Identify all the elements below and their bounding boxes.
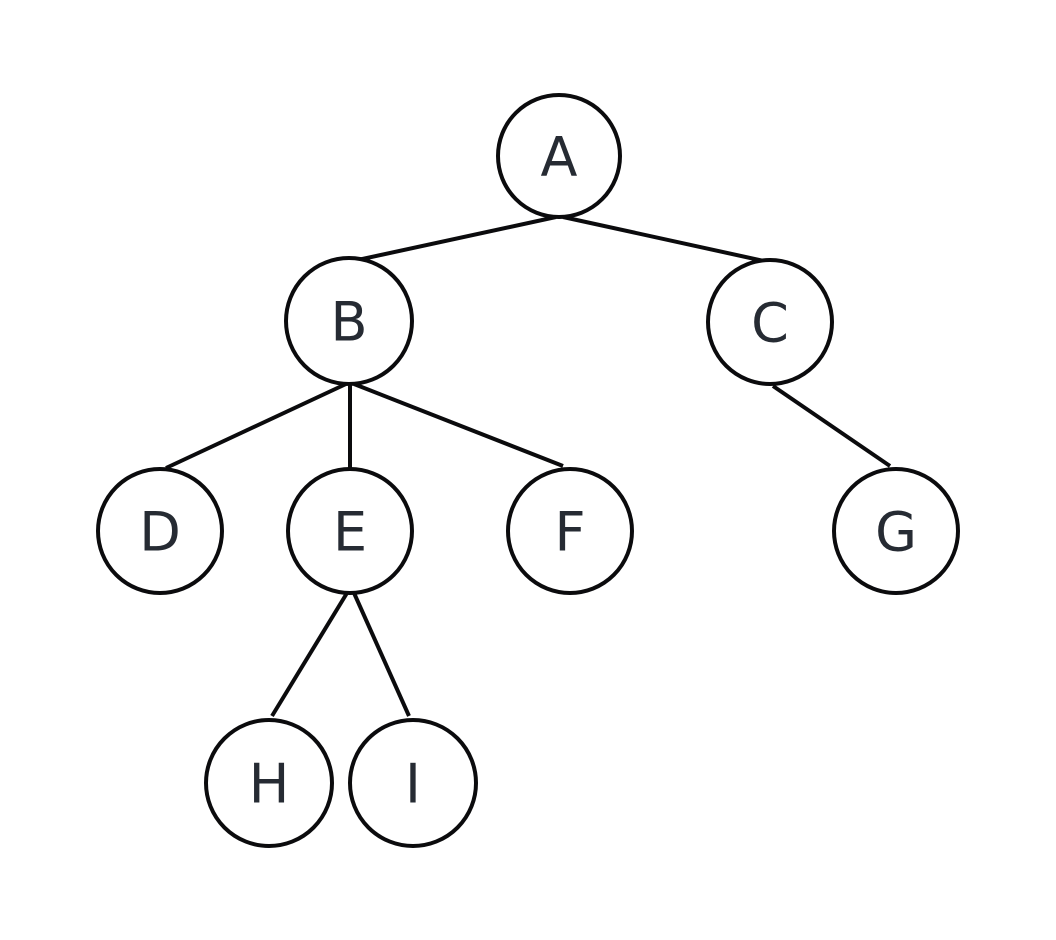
node-circle-h[interactable] — [204, 718, 334, 848]
tree-node-e[interactable]: E — [286, 467, 414, 595]
node-circle-g[interactable] — [832, 467, 960, 595]
tree-edge-a-c — [562, 215, 765, 263]
node-label-b: B — [330, 291, 367, 354]
node-circle-a[interactable] — [496, 93, 622, 219]
tree-node-h[interactable]: H — [204, 718, 334, 848]
node-circle-f[interactable] — [506, 467, 634, 595]
tree-node-c[interactable]: C — [706, 258, 834, 386]
tree-edge-b-f — [353, 382, 564, 468]
node-circle-c[interactable] — [706, 258, 834, 386]
tree-node-g[interactable]: G — [832, 467, 960, 595]
node-label-a: A — [541, 126, 578, 189]
tree-edge-e-i — [352, 592, 411, 717]
node-circle-b[interactable] — [284, 256, 414, 386]
node-label-d: D — [139, 501, 181, 564]
tree-node-a[interactable]: A — [496, 93, 622, 219]
node-circle-i[interactable] — [348, 718, 478, 848]
node-circle-d[interactable] — [96, 467, 224, 595]
tree-node-b[interactable]: B — [284, 256, 414, 386]
tree-edge-c-g — [771, 384, 892, 468]
node-label-h: H — [249, 753, 290, 816]
tree-node-i[interactable]: I — [348, 718, 478, 848]
node-circle-e[interactable] — [286, 467, 414, 595]
tree-edge-e-h — [270, 591, 349, 718]
node-label-i: I — [405, 753, 421, 816]
tree-edge-b-d — [165, 382, 347, 470]
node-label-c: C — [751, 292, 789, 355]
node-label-f: F — [554, 501, 585, 564]
nodes-layer: A B C D E F G H I — [96, 93, 960, 848]
node-label-g: G — [875, 501, 917, 564]
tree-edge-a-b — [352, 215, 557, 263]
tree-node-f[interactable]: F — [506, 467, 634, 595]
tree-node-d[interactable]: D — [96, 467, 224, 595]
node-label-e: E — [333, 501, 367, 564]
edges-layer — [165, 215, 892, 718]
